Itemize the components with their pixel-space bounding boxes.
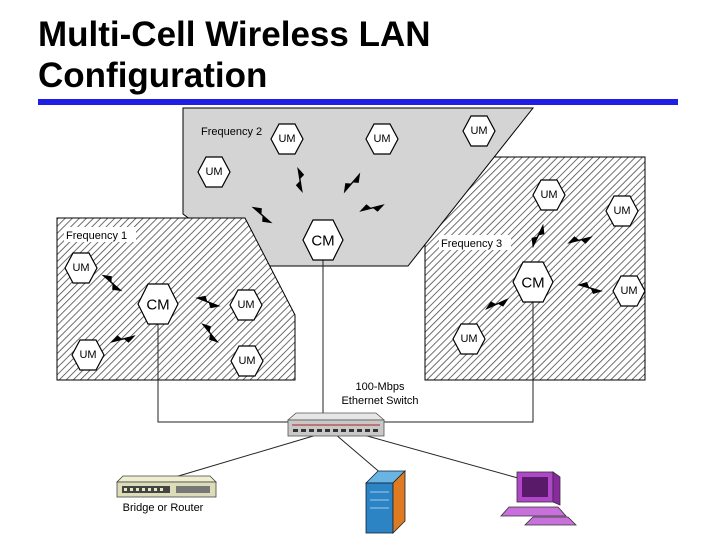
- um-node: UM: [605, 195, 639, 227]
- svg-text:UM: UM: [79, 349, 96, 361]
- svg-text:CM: CM: [521, 275, 544, 292]
- frequency-1-label-bg: [64, 227, 136, 242]
- svg-text:UM: UM: [238, 355, 255, 367]
- switch-label-line-1: 100-Mbps: [356, 381, 405, 393]
- svg-text:UM: UM: [613, 205, 630, 217]
- bridge-router-icon: [116, 475, 217, 498]
- um-node: UM: [71, 339, 105, 371]
- frequency-1-label: Frequency 1: [66, 230, 127, 242]
- frequency-3-label: Frequency 3: [441, 238, 502, 250]
- um-node: UM: [452, 323, 486, 355]
- title-rule: [38, 99, 678, 105]
- um-node: UM: [229, 289, 263, 321]
- um-node: UM: [365, 123, 399, 155]
- server-icon: [365, 470, 406, 534]
- um-node: UM: [197, 156, 231, 188]
- frequency-3-label-bg: [439, 235, 511, 250]
- svg-text:CM: CM: [146, 297, 169, 314]
- slide-title: Multi-Cell Wireless LAN Configuration: [38, 15, 431, 95]
- svg-text:CM: CM: [311, 233, 334, 250]
- switch-label-line-2: Ethernet Switch: [341, 395, 418, 407]
- ethernet-wiring: [157, 258, 534, 481]
- svg-text:UM: UM: [470, 125, 487, 137]
- cm-node-frequency-1: CM: [137, 283, 179, 325]
- svg-text:UM: UM: [540, 189, 557, 201]
- svg-text:UM: UM: [460, 333, 477, 345]
- ethernet-switch-icon: [286, 412, 386, 437]
- cell-frequency-2: [182, 107, 535, 267]
- bridge-router-label: Bridge or Router: [123, 502, 204, 514]
- um-node: UM: [532, 179, 566, 211]
- cm-node-frequency-2: CM: [302, 219, 344, 261]
- um-node: UM: [230, 345, 264, 377]
- workstation-icon: [500, 471, 577, 526]
- um-node: UM: [612, 275, 646, 307]
- um-node: UM: [64, 252, 98, 284]
- svg-text:UM: UM: [237, 299, 254, 311]
- svg-text:UM: UM: [205, 166, 222, 178]
- svg-text:UM: UM: [373, 133, 390, 145]
- um-node: UM: [270, 123, 304, 155]
- um-node: UM: [462, 115, 496, 147]
- svg-text:UM: UM: [278, 133, 295, 145]
- cm-node-frequency-3: CM: [512, 261, 554, 303]
- svg-text:UM: UM: [620, 285, 637, 297]
- svg-text:UM: UM: [72, 262, 89, 274]
- frequency-2-label: Frequency 2: [201, 126, 262, 138]
